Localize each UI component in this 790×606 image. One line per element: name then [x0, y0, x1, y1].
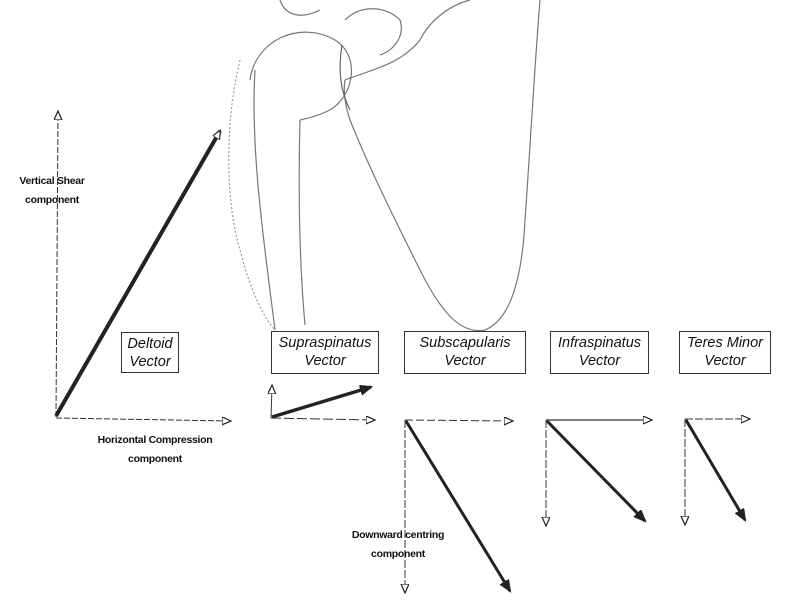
teres-minor-vector-label: Teres Minor Vector	[679, 331, 771, 374]
infraspinatus-vector-label: Infraspinatus Vector	[550, 331, 649, 374]
label-line: Horizontal Compression	[97, 434, 213, 446]
shoulder-bone-illustration	[228, 0, 541, 332]
acromion-outline	[279, 0, 402, 56]
subscapularis-vector-arrow	[404, 420, 512, 591]
deltoid-vector-arrow	[54, 131, 222, 417]
humeral-head-outline	[249, 31, 352, 121]
label-line: Vector	[704, 353, 746, 369]
vertical-component-axis	[271, 386, 272, 419]
label-line: component	[371, 548, 425, 560]
vertical-shear-axis	[56, 112, 58, 418]
supraspinatus-vector-arrow	[271, 387, 371, 419]
teres-minor-vector-arrow	[684, 419, 747, 520]
label-line: Deltoid	[127, 336, 173, 352]
subscapularis-vector-diagram	[405, 420, 512, 592]
downward-centring-label: Downward centring component	[340, 526, 456, 564]
horizontal-compression-axis	[55, 418, 230, 421]
subscapularis-vector-label: Subscapularis Vector	[404, 331, 526, 374]
label-line: Vertical Shear	[19, 175, 85, 187]
deltoid-vector-diagram	[56, 112, 230, 421]
supraspinatus-vector-diagram	[271, 386, 374, 420]
label-line: Subscapularis	[419, 335, 511, 351]
vertical-shear-label: Vertical Shear component	[8, 172, 96, 210]
label-line: Teres Minor	[686, 335, 764, 351]
label-line: Vector	[129, 354, 171, 370]
scapula-outline	[343, 0, 541, 332]
horizontal-component-axis	[270, 418, 374, 420]
supraspinatus-vector-label: Supraspinatus Vector	[271, 331, 379, 374]
label-line: Vector	[304, 353, 346, 369]
label-line: Vector	[578, 353, 621, 369]
label-line: Infraspinatus	[557, 335, 642, 351]
humerus-shaft-outline	[253, 69, 306, 331]
deltoid-vector-label: Deltoid Vector	[121, 332, 179, 373]
label-line: Supraspinatus	[278, 335, 372, 351]
label-line: component	[25, 194, 79, 206]
infraspinatus-vector-diagram	[546, 420, 651, 525]
deltoid-outline	[228, 59, 276, 331]
label-line: Downward centring	[351, 529, 445, 541]
teres-minor-vector-diagram	[685, 419, 749, 524]
horizontal-component-axis	[404, 420, 512, 421]
glenoid-outline	[339, 44, 351, 111]
label-line: component	[128, 453, 182, 465]
label-line: Vector	[444, 353, 486, 369]
horizontal-compression-label: Horizontal Compression component	[72, 431, 238, 469]
infraspinatus-vector-arrow	[545, 419, 645, 521]
